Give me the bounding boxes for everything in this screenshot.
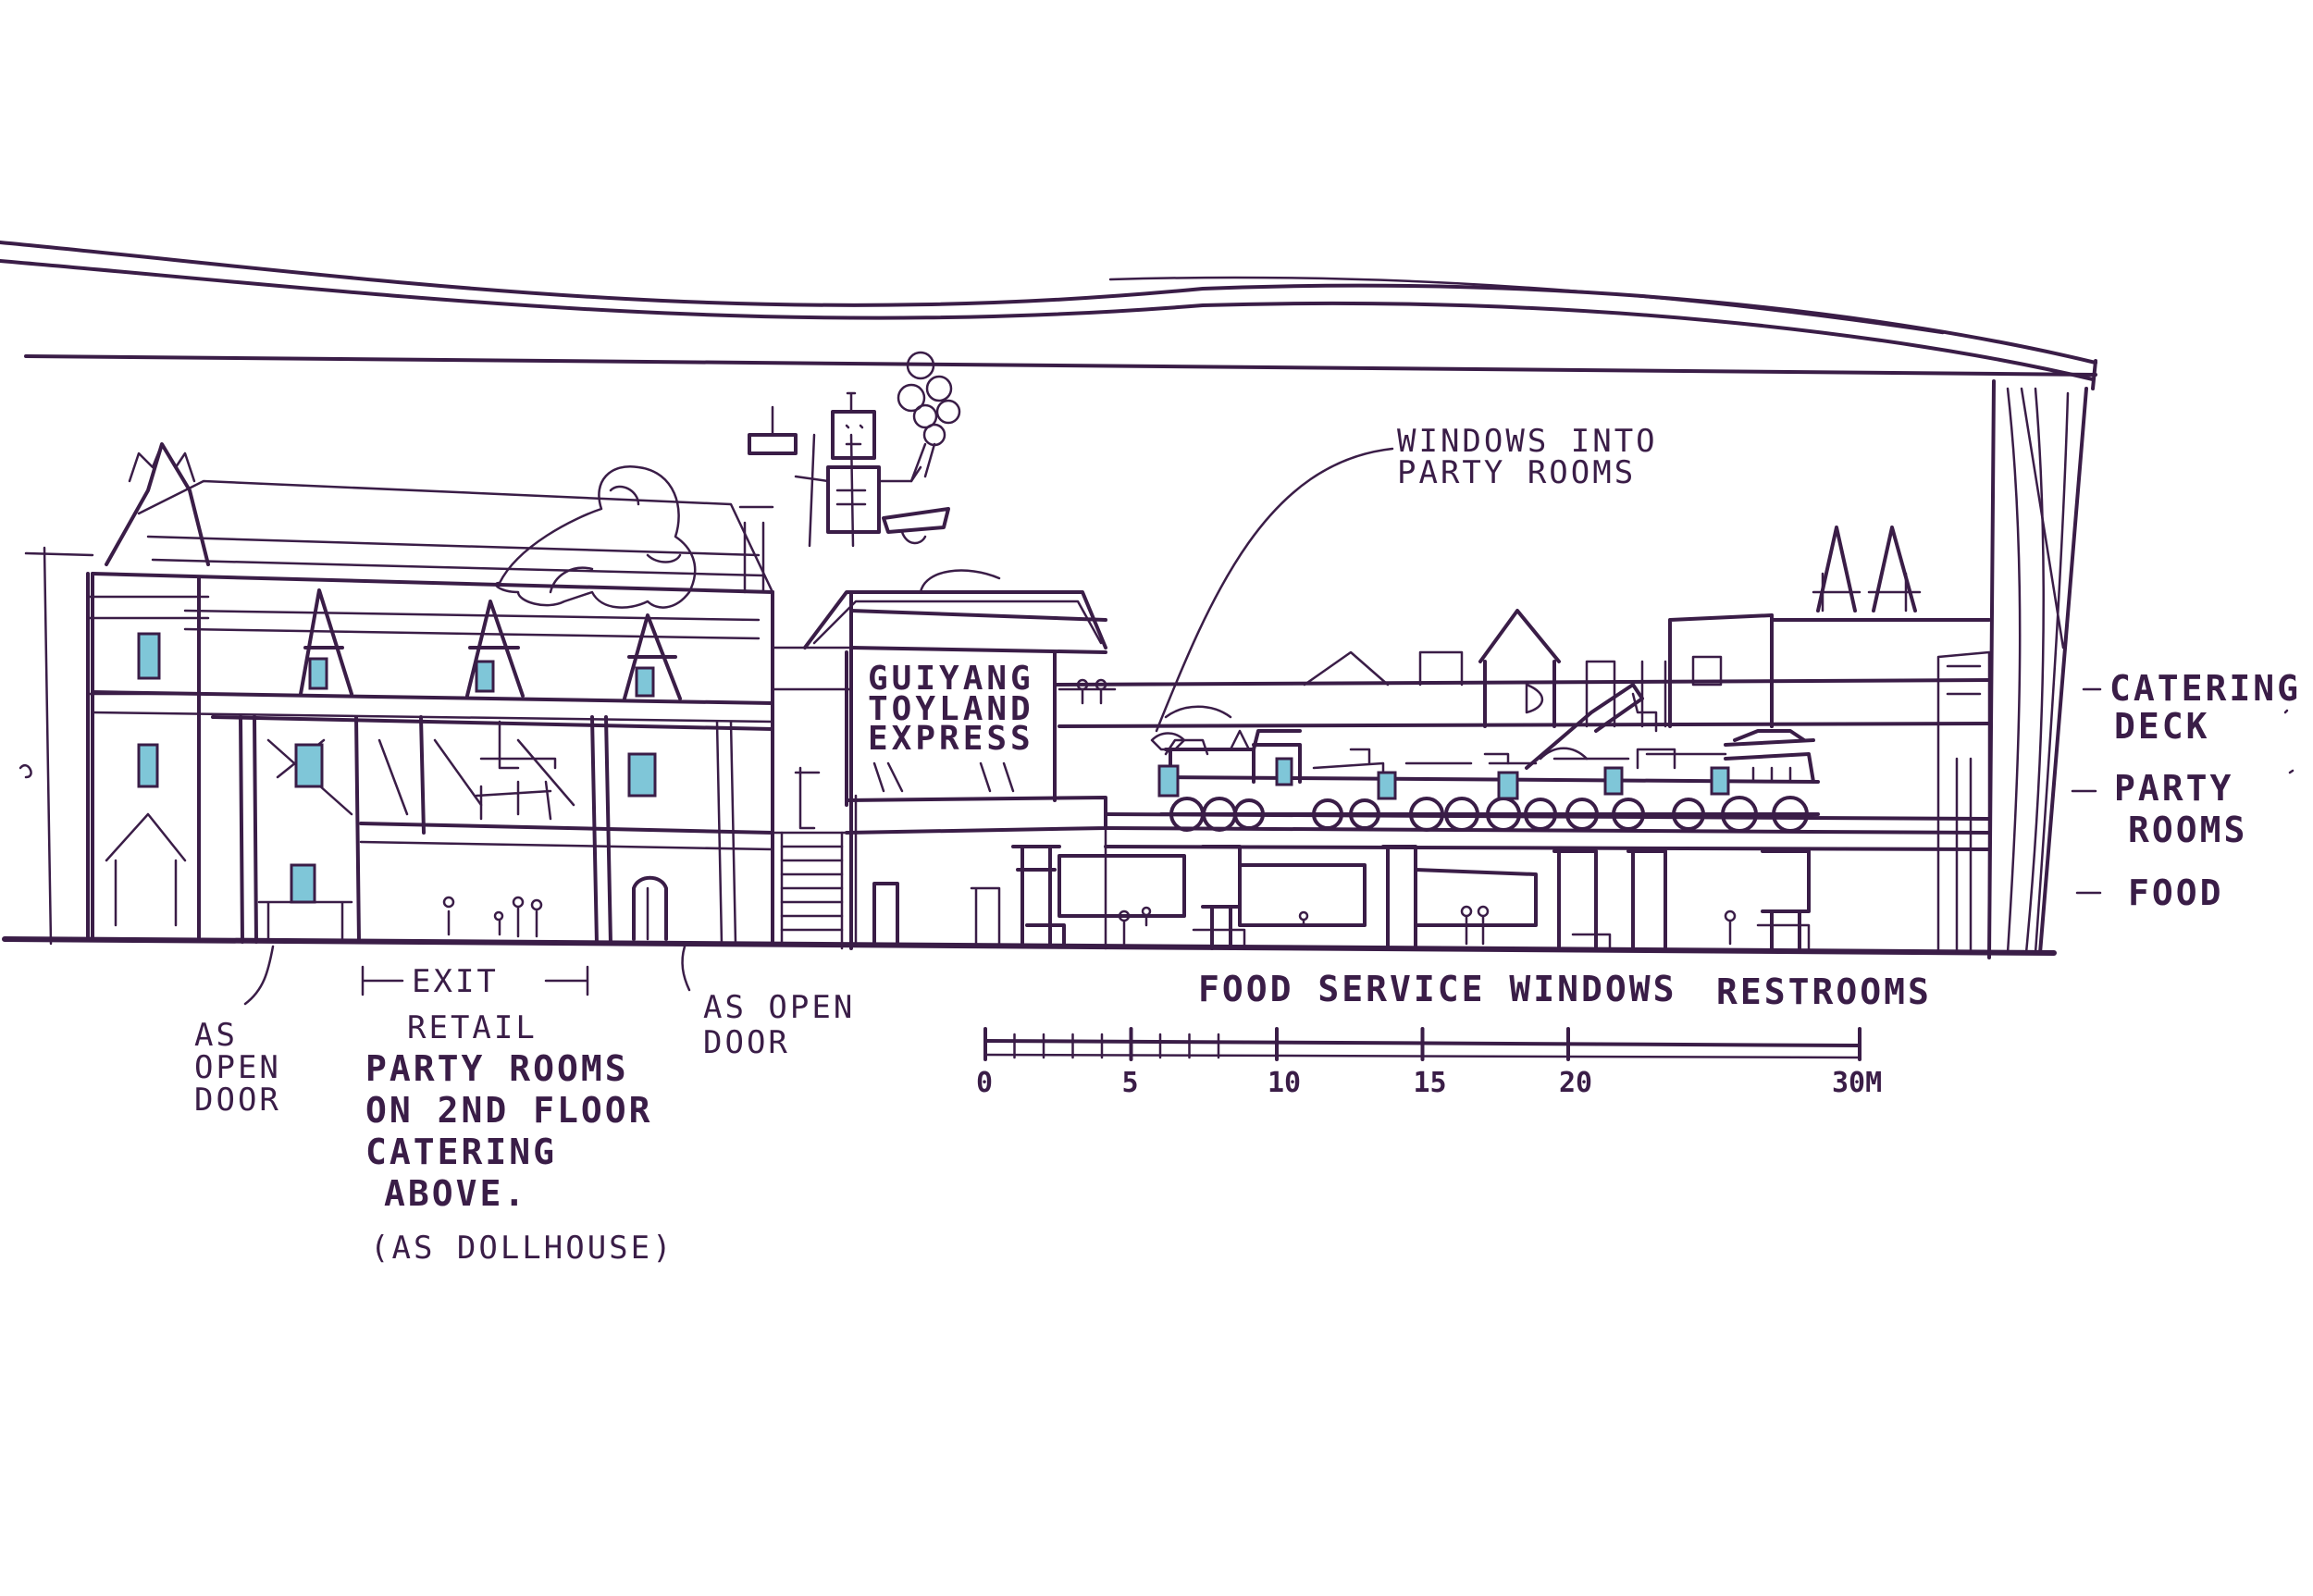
note-exit: EXIT [412,963,499,1000]
level-party-line-1: PARTY [2114,768,2233,809]
window [1710,766,1730,796]
wheel [1672,798,1705,831]
station-building [803,569,1117,950]
party-room-windows [1157,757,1730,800]
callout-line-2: PARTY ROOMS [1397,454,1636,491]
sign-line-2: TOYLAND [868,690,1034,728]
wheel [1524,798,1557,831]
callout-leaders [243,447,2294,1006]
note-line-2: OPEN [194,1049,281,1086]
wheel [1565,798,1599,831]
note-line-1: RETAIL [407,1009,538,1046]
station-sign: GUIYANG TOYLAND EXPRESS [868,660,1034,758]
note-line-3: DOOR [194,1082,281,1119]
dollhouse-ground-floor [257,875,668,941]
note-open-door-left: AS OPEN DOOR [194,1017,281,1119]
window [1603,766,1624,796]
level-catering-line-2: DECK [2114,706,2210,747]
note-line-2: PARTY ROOMS [365,1048,629,1089]
wheel [1612,798,1645,831]
wheel [1772,796,1809,833]
scale-tick-label: 5 [1122,1067,1139,1099]
note-food-service-windows: FOOD SERVICE WINDOWS [1198,969,1677,1009]
window [1275,757,1293,786]
window [1377,771,1397,800]
window [137,743,159,788]
window [627,752,657,798]
callout-line-1: WINDOWS INTO [1397,423,1658,460]
note-line-3: ON 2ND FLOOR [365,1090,653,1131]
level-food-line-1: FOOD [2128,872,2224,913]
window [137,632,161,680]
note-dollhouse-program: EXIT RETAIL PARTY ROOMS ON 2ND FLOOR CAT… [365,963,674,1267]
level-catering-line-1: CATERING [2109,668,2301,709]
ground-line [2,936,2057,956]
wheel [1312,798,1343,830]
window [475,660,495,693]
robot-mascot [748,351,961,548]
window [635,666,655,698]
scale-tick-label: 15 [1414,1067,1447,1099]
note-line-1: AS OPEN [703,989,855,1026]
scale-tick-label: 10 [1268,1067,1301,1099]
wheel [1409,797,1444,832]
scale-bar: 0 5 10 15 20 30M [976,1027,1882,1099]
dollhouse-windows [137,632,657,904]
callout-windows-into-party-rooms: WINDOWS INTO PARTY ROOMS [1397,423,1658,491]
scale-tick-label: 0 [976,1067,993,1099]
scale-tick-label: 20 [1559,1067,1592,1099]
note-open-door-right: AS OPEN DOOR [703,989,855,1061]
stair-tower [738,505,853,950]
wheel [1349,798,1380,830]
food-level-booths [1011,845,1811,950]
side-level-labels: CATERING DECK PARTY ROOMS FOOD [2109,668,2301,913]
window [294,743,324,788]
note-line-2: DOOR [703,1024,790,1061]
wheel [1233,798,1265,830]
window [1497,771,1519,800]
roof-canopy [0,241,2097,390]
note-line-4: CATERING [365,1132,557,1172]
window [290,863,316,904]
sign-line-1: GUIYANG [868,660,1034,698]
train-wheels [1169,796,1809,833]
wheel [1721,796,1758,833]
sign-line-3: EXPRESS [868,720,1034,758]
left-frame [19,546,94,946]
level-party-line-2: ROOMS [2128,810,2247,850]
note-line-5: ABOVE. [384,1173,527,1214]
dollhouse-building [86,442,774,946]
note-line-6: (AS DOLLHOUSE) [370,1230,674,1267]
note-line-1: AS [194,1017,238,1054]
right-column [1987,379,2088,959]
balloon-cluster [897,351,961,483]
scale-tick-label: 30M [1832,1067,1882,1099]
note-restrooms: RESTROOMS [1716,971,1932,1012]
wheel [1444,797,1479,832]
window [308,657,328,690]
window [1157,764,1180,798]
